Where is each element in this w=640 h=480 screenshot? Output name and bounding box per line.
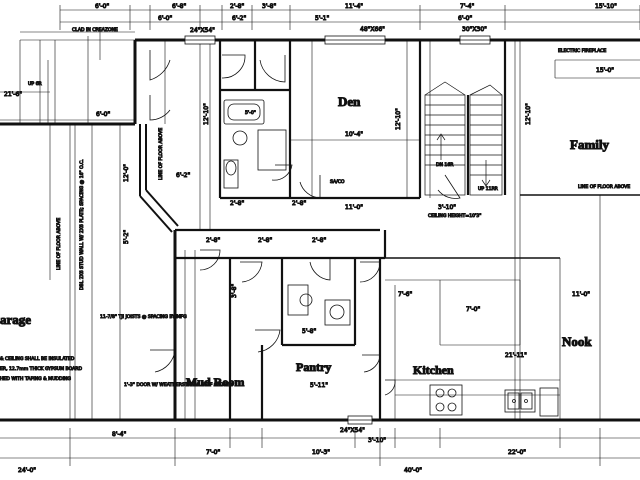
dim-door-e: 2'-8" <box>292 200 306 207</box>
dim-pantry-width: 5'-11" <box>310 382 328 389</box>
room-label-pantry: Pantry <box>296 360 331 374</box>
dim-door-d: 2'-8" <box>230 200 244 207</box>
dim-door-a: 2'-8" <box>206 237 220 244</box>
door-swings <box>149 50 461 396</box>
dim-bottom-left: 24'-0" <box>18 467 36 474</box>
dim-den-height: 12'-10" <box>395 108 402 130</box>
note-floor-above-right: LINE OF FLOOR ABOVE <box>578 184 630 190</box>
dim-window-bottom: 24"X54" <box>340 427 365 434</box>
thin-detail-lines <box>0 39 640 466</box>
dim-den-width: 10'-4" <box>345 131 363 138</box>
dim-top-4: 2'-8" <box>230 3 244 10</box>
dim-vertical-2: 12'-0" <box>123 164 130 182</box>
dim-bottom-1: 8'-4" <box>112 431 126 438</box>
dim-top-10: 5'-1" <box>315 15 329 22</box>
dim-window-3: 30"X30" <box>462 26 487 33</box>
dim-bottom-2: 7'-0" <box>206 449 220 456</box>
dim-top-6: 11'-4" <box>345 3 363 10</box>
dim-window-2: 48"X66" <box>360 26 385 33</box>
dim-top-14: 6'-0" <box>458 15 472 22</box>
note-sa: SA/CO <box>330 179 345 185</box>
window-marks <box>184 35 491 425</box>
dim-top-1: 6'-0" <box>95 3 109 10</box>
dim-left-21: 21'-6" <box>4 91 22 98</box>
dim-stair-width: 3'-10" <box>438 204 456 211</box>
room-label-den: Den <box>338 94 361 109</box>
note-up-left: UP 6R <box>28 81 43 87</box>
interior-walls <box>175 40 507 420</box>
dim-door-c: 2'-8" <box>312 237 326 244</box>
kitchen-appliances <box>429 384 559 417</box>
dim-ceiling: 6'-2" <box>176 172 190 179</box>
dim-bottom-4: 3'-10" <box>368 437 386 444</box>
dim-vertical-5: 21'-11" <box>505 352 527 359</box>
dim-nook-width: 11'-0" <box>572 291 590 298</box>
dim-mud-width: 5'-8" <box>302 328 316 335</box>
note-bearing-wall: DBL 2X6 STUD WALL W/ 2X6 PLATE; SPACING … <box>79 159 85 290</box>
note-stair-up: UP 11RR <box>478 186 499 192</box>
room-label-garage: arage <box>0 312 31 327</box>
dim-door-b: 2'-8" <box>258 237 272 244</box>
room-label-kitchen: Kitchen <box>413 363 454 377</box>
dim-top-3: 6'-8" <box>172 3 186 10</box>
dim-bottom-right: 40'-0" <box>404 467 422 474</box>
note-fireplace: ELECTRIC FIREPLACE <box>558 48 606 54</box>
note-floor-above-den: LINE OF FLOOR ABOVE <box>158 128 164 180</box>
dim-bottom-3: 10'-3" <box>312 449 330 456</box>
note-door: 1'-3" DOOR W/ WEATHERSTRIP & SELF CLOSER <box>124 382 233 388</box>
bath-fixtures <box>223 99 351 326</box>
left-guide-lines <box>0 30 135 125</box>
dim-window-1: 24"X54" <box>190 27 215 34</box>
dim-top-13: 6'-2" <box>232 15 246 22</box>
note-clad: CLAD IN CREAZONE <box>72 27 118 33</box>
dim-den-bottom: 11'-0" <box>345 204 363 211</box>
note-floor-above-garage: LINE OF FLOOR ABOVE <box>56 218 62 270</box>
dim-nook-height: 7'-0" <box>466 306 480 313</box>
note-stair-down: DN 16R <box>436 162 454 168</box>
stair-treads <box>424 81 503 196</box>
dim-vertical-4: 3'-8" <box>231 284 238 298</box>
dim-top-7: 7'-4" <box>460 3 474 10</box>
note-wall-1: & CEILING SHALL BE INSULATED <box>0 356 75 362</box>
dim-family-height: 12'-10" <box>525 103 532 125</box>
note-ceiling-height: CEILING HEIGHT=10'3" <box>428 213 481 219</box>
dim-family-width: 15'-0" <box>596 67 614 74</box>
note-wall-3: HED WITH TAPING & MUDDING <box>0 376 71 382</box>
note-wall-2: ER, 12.7mm THICK GYPSUM BOARD <box>0 366 82 372</box>
note-joists: 11-7/8" TJI JOISTS @ SPACING BY MFG <box>100 314 187 320</box>
dim-top-8: 15'-10" <box>595 3 617 10</box>
dim-top-5: 3'-8" <box>262 3 276 10</box>
note-vanity: 5'-0" <box>245 110 256 116</box>
dim-kitchen-width: 7'-6" <box>398 291 412 298</box>
dim-vertical-3: 5'-2" <box>123 230 130 244</box>
room-label-family: Family <box>570 137 609 152</box>
room-label-mud-room: Mud Room <box>186 375 244 389</box>
dim-bottom-5: 22'-0" <box>508 449 526 456</box>
garage-angled-wall <box>139 124 179 233</box>
dim-left-6: 6'-0" <box>96 111 110 118</box>
top-dimension-lines <box>59 5 640 30</box>
dim-vertical-1: 12'-10" <box>203 103 210 125</box>
dim-top-2: 6'-0" <box>158 15 172 22</box>
right-room-walls <box>380 194 640 259</box>
room-label-nook: Nook <box>562 334 592 349</box>
